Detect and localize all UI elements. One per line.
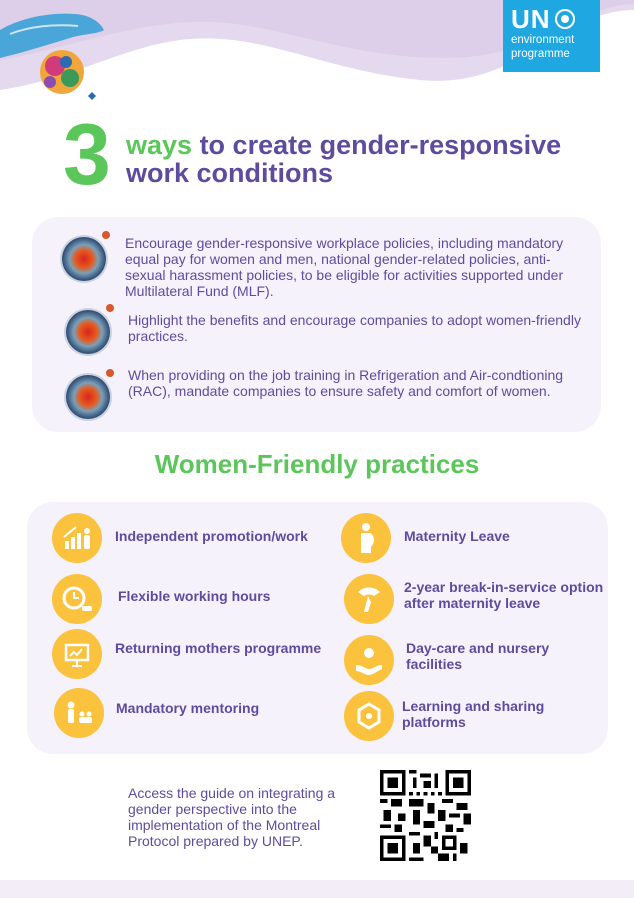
globe-icon (62, 231, 110, 281)
practice-label-1: Independent promotion/work (115, 528, 308, 544)
top-wave-decoration (0, 0, 634, 90)
unep-logo: UN environment programme (503, 0, 600, 72)
way-text-3: When providing on the job training in Re… (128, 367, 564, 399)
page-title: 3 ways to create gender-responsive work … (63, 112, 603, 198)
practice-label-5: Returning mothers programme (115, 640, 322, 656)
mentor-group-icon (54, 688, 104, 738)
practice-label-8: Learning and sharing platforms (402, 698, 545, 730)
title-number: 3 (63, 107, 111, 203)
hexagon-network-icon (344, 691, 394, 741)
practice-label-2: Maternity Leave (404, 528, 510, 544)
practice-label-7: Mandatory mentoring (116, 700, 260, 716)
practice-label-6: Day-care and nursery facilities (406, 640, 550, 672)
title-line-2: work conditions (126, 158, 334, 188)
title-highlight: ways (126, 130, 193, 160)
way-text-2: Highlight the benefits and encourage com… (128, 312, 581, 344)
globe-icon (66, 369, 114, 419)
hand-holding-earth-illustration (0, 13, 104, 100)
practice-label-3: Flexible working hours (118, 588, 271, 604)
qr-code[interactable] (380, 770, 471, 861)
logo-line-programme: programme (511, 48, 570, 60)
title-line-1-rest: to create gender-responsive (192, 130, 562, 160)
access-guide-text: Access the guide on integrating a gender… (128, 785, 336, 849)
practice-label-4: 2-year break-in-service option after mat… (404, 579, 604, 611)
logo-un-text: UN (511, 4, 551, 34)
pregnant-woman-icon (341, 513, 391, 563)
way-text-1: Encourage gender-responsive workplace po… (125, 235, 564, 299)
ways-panel: Encourage gender-responsive workplace po… (32, 217, 601, 432)
un-emblem-icon (554, 9, 575, 29)
hand-baby-icon (344, 635, 394, 685)
presentation-board-icon (52, 629, 102, 679)
globe-icon (66, 304, 114, 354)
growth-chart-person-icon (52, 513, 102, 563)
title-line-1: ways to create gender-responsive (126, 130, 561, 161)
practices-panel: Independent promotion/work Maternity Lea… (27, 502, 608, 754)
bottom-strip (0, 880, 634, 898)
logo-line-environment: environment (511, 34, 575, 46)
hand-ribbon-icon (344, 574, 394, 624)
section-title: Women-Friendly practices (154, 449, 480, 479)
clock-person-icon (52, 574, 102, 624)
